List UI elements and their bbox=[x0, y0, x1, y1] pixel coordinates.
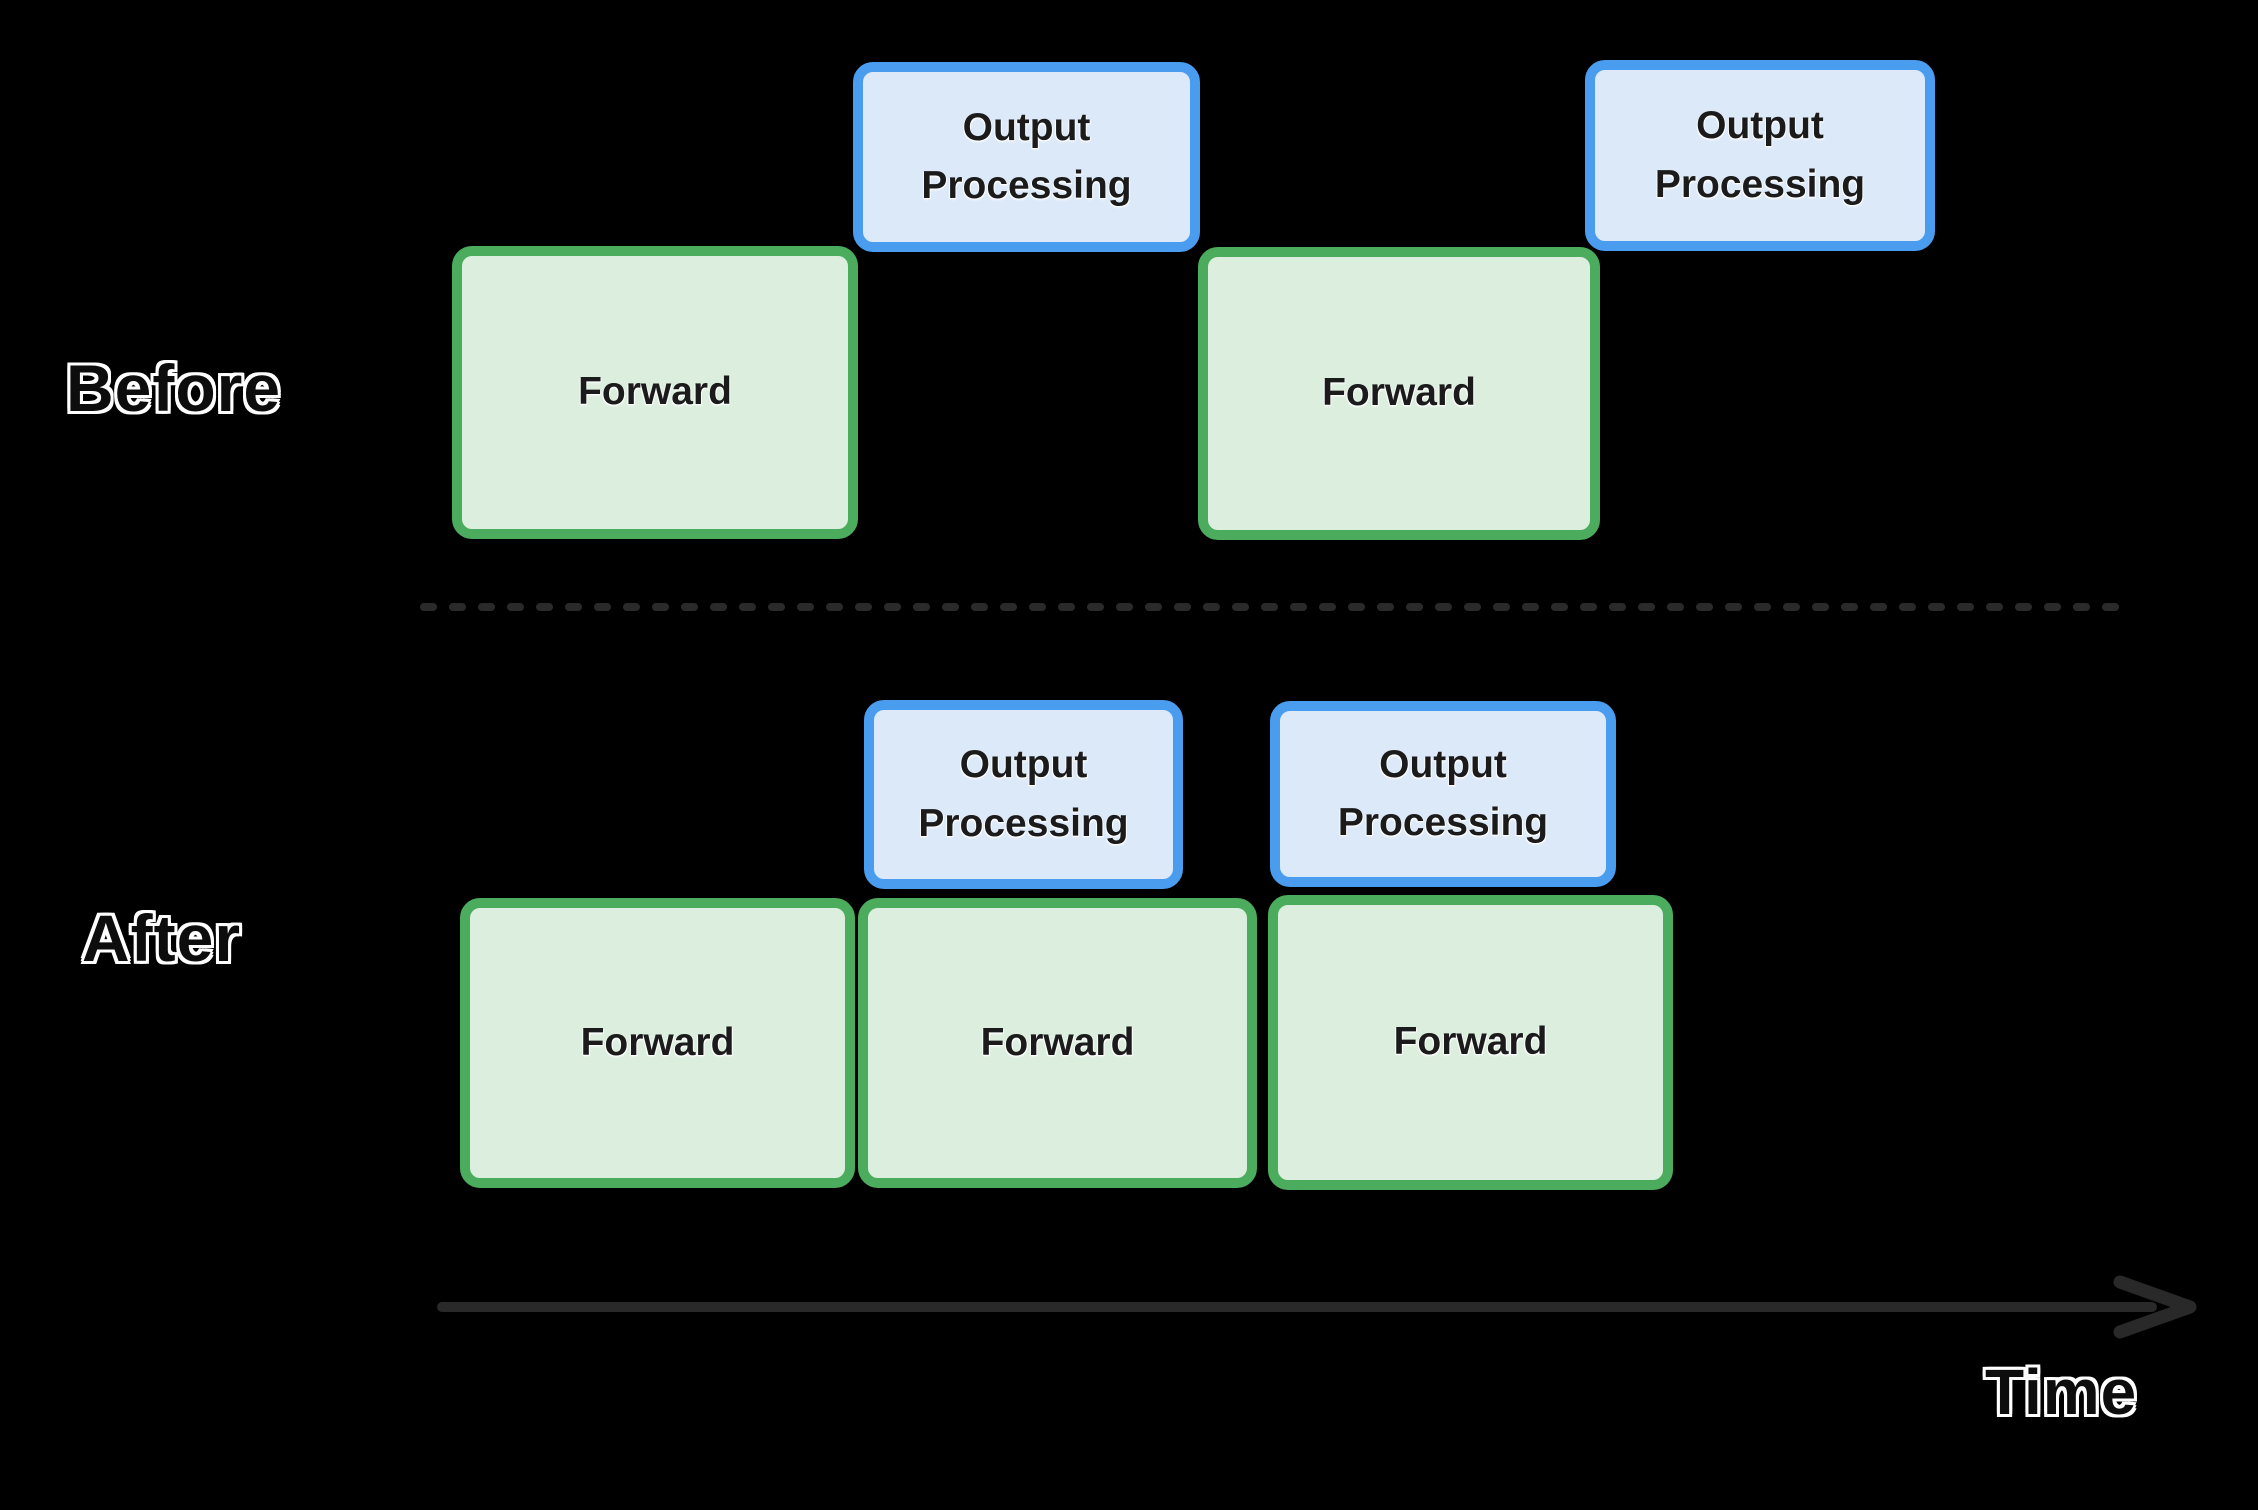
before-forward-box-1: Forward bbox=[452, 246, 858, 539]
before-output-processing-box-1-label: Output Processing bbox=[921, 105, 1132, 208]
after-forward-box-3-label: Forward bbox=[1393, 1020, 1548, 1064]
time-axis-arrow-icon bbox=[437, 1275, 2197, 1339]
before-row-label: Before bbox=[66, 351, 282, 425]
after-forward-box-1-label: Forward bbox=[580, 1020, 735, 1064]
after-forward-box-2: Forward bbox=[858, 898, 1257, 1188]
after-forward-box-3: Forward bbox=[1268, 895, 1673, 1190]
after-forward-box-2-label: Forward bbox=[980, 1020, 1135, 1064]
before-after-divider-dashed-line bbox=[420, 603, 2126, 611]
after-output-processing-box-1-label: Output Processing bbox=[918, 743, 1129, 845]
before-forward-box-2: Forward bbox=[1198, 247, 1600, 540]
before-output-processing-box-2: Output Processing bbox=[1585, 60, 1935, 251]
after-output-processing-box-1: Output Processing bbox=[864, 700, 1183, 889]
after-output-processing-box-2-label: Output Processing bbox=[1337, 742, 1549, 845]
after-forward-box-1: Forward bbox=[460, 898, 855, 1188]
after-output-processing-box-2: Output Processing bbox=[1270, 701, 1616, 887]
before-output-processing-box-1: Output Processing bbox=[853, 62, 1200, 252]
before-forward-box-1-label: Forward bbox=[578, 370, 732, 414]
before-forward-box-2-label: Forward bbox=[1322, 371, 1476, 415]
time-axis-label: Time bbox=[1985, 1356, 2138, 1428]
before-output-processing-box-2-label: Output Processing bbox=[1654, 104, 1866, 206]
after-row-label: After bbox=[82, 901, 242, 975]
